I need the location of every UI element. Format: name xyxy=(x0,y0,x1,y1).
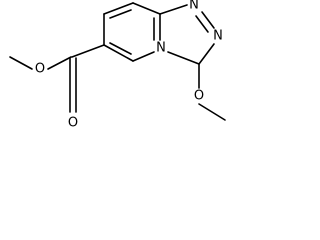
atom-label-n2: N xyxy=(213,29,223,44)
atom-label-methoxy-o: O xyxy=(194,89,204,104)
bond-c8-c8a xyxy=(132,2,161,15)
chemical-structure-diagram: O O N N N O xyxy=(9,0,226,131)
bond-o-methyl xyxy=(198,103,226,121)
bond-c5-c6-inner xyxy=(109,42,132,55)
structure-canvas: O O N N N O xyxy=(0,0,269,133)
bond-ester-methyl-o xyxy=(9,56,33,70)
bond-carbonyl-ring xyxy=(71,44,105,58)
bond-n2-c3 xyxy=(198,43,215,65)
bond-ester-o-carbonyl xyxy=(47,56,72,70)
atom-label-n1: N xyxy=(189,0,199,13)
bond-c8a-n1 xyxy=(159,4,188,15)
bond-n1-n2-inner xyxy=(195,15,209,33)
bond-c3-n4 xyxy=(167,51,200,65)
bond-n1-n2 xyxy=(201,11,215,29)
bond-n4-c5 xyxy=(132,51,155,62)
atom-label-n4: N xyxy=(156,41,166,56)
atom-label-carbonyl-o: O xyxy=(68,116,78,131)
bond-c5-c6 xyxy=(103,44,134,62)
bond-c7-c8 xyxy=(103,2,134,15)
atom-label-ester-o: O xyxy=(35,62,45,77)
bond-c7-c8-inner xyxy=(109,9,132,19)
